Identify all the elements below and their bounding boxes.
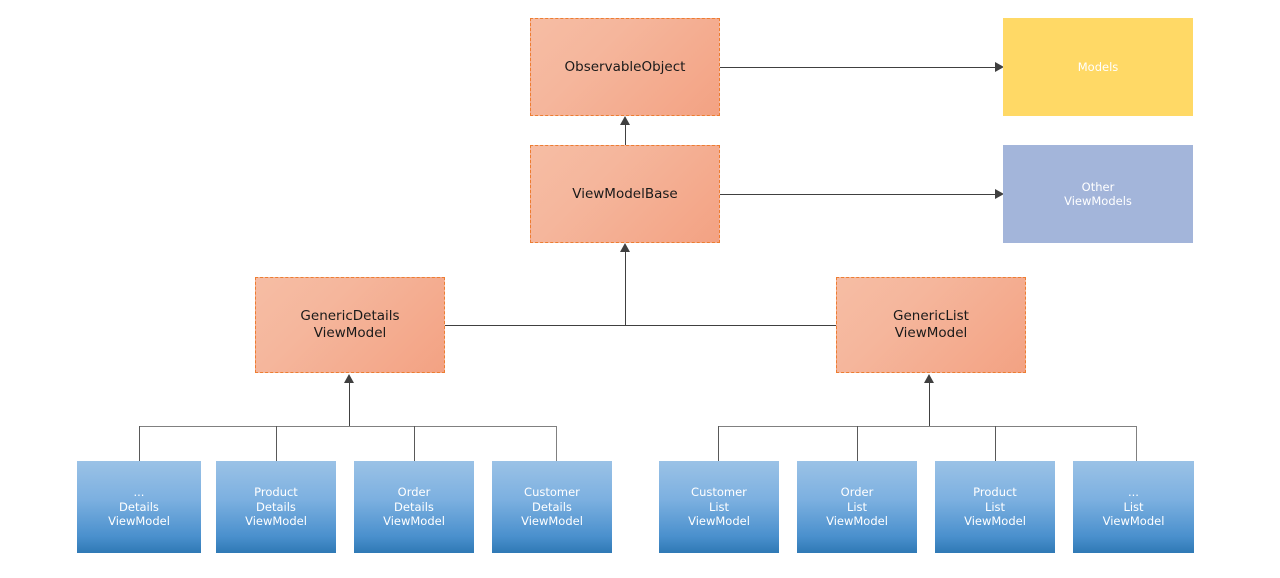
connector-viewmodelbase-to-otherviewmodels — [720, 194, 995, 195]
connector-list-drop-3 — [995, 426, 996, 462]
node-product-details-viewmodel[interactable]: Product Details ViewModel — [216, 461, 336, 553]
connector-generics-to-viewmodelbase — [625, 251, 626, 325]
node-order-details-viewmodel[interactable]: Order Details ViewModel — [354, 461, 474, 553]
node-generic-list-viewmodel[interactable]: GenericList ViewModel — [836, 277, 1026, 373]
connector-details-drop-3 — [414, 426, 415, 462]
connector-list-drop-4 — [1136, 426, 1137, 462]
connector-details-drop-1 — [139, 426, 140, 462]
node-list-viewmodel-generic[interactable]: ... List ViewModel — [1073, 461, 1194, 553]
connector-viewmodelbase-to-observableobject — [625, 124, 626, 145]
arrowhead-viewmodelbase — [620, 243, 630, 252]
connector-list-drop-1 — [718, 426, 719, 462]
connector-observableobject-to-models — [720, 67, 995, 68]
arrowhead-genericlist — [924, 374, 934, 383]
node-generic-details-viewmodel[interactable]: GenericDetails ViewModel — [255, 277, 445, 373]
node-models[interactable]: Models — [1003, 18, 1193, 116]
node-observable-object[interactable]: ObservableObject — [530, 18, 720, 116]
node-other-viewmodels[interactable]: Other ViewModels — [1003, 145, 1193, 243]
connector-list-bus — [718, 426, 1136, 427]
connector-details-drop-2 — [276, 426, 277, 462]
node-details-viewmodel-generic[interactable]: ... Details ViewModel — [77, 461, 201, 553]
node-viewmodel-base[interactable]: ViewModelBase — [530, 145, 720, 243]
arrowhead-genericdetails — [344, 374, 354, 383]
connector-details-bus — [139, 426, 556, 427]
arrowhead-observableobject — [620, 116, 630, 125]
node-customer-list-viewmodel[interactable]: Customer List ViewModel — [659, 461, 779, 553]
arrowhead-otherviewmodels — [995, 189, 1004, 199]
connector-genericlist-stem — [929, 382, 930, 426]
node-order-list-viewmodel[interactable]: Order List ViewModel — [797, 461, 917, 553]
connector-genericdetails-stem — [349, 382, 350, 426]
connector-details-drop-4 — [556, 426, 557, 462]
connector-list-drop-2 — [857, 426, 858, 462]
node-customer-details-viewmodel[interactable]: Customer Details ViewModel — [492, 461, 612, 553]
connector-generics-bus — [445, 325, 836, 326]
node-product-list-viewmodel[interactable]: Product List ViewModel — [935, 461, 1055, 553]
arrowhead-models — [995, 62, 1004, 72]
